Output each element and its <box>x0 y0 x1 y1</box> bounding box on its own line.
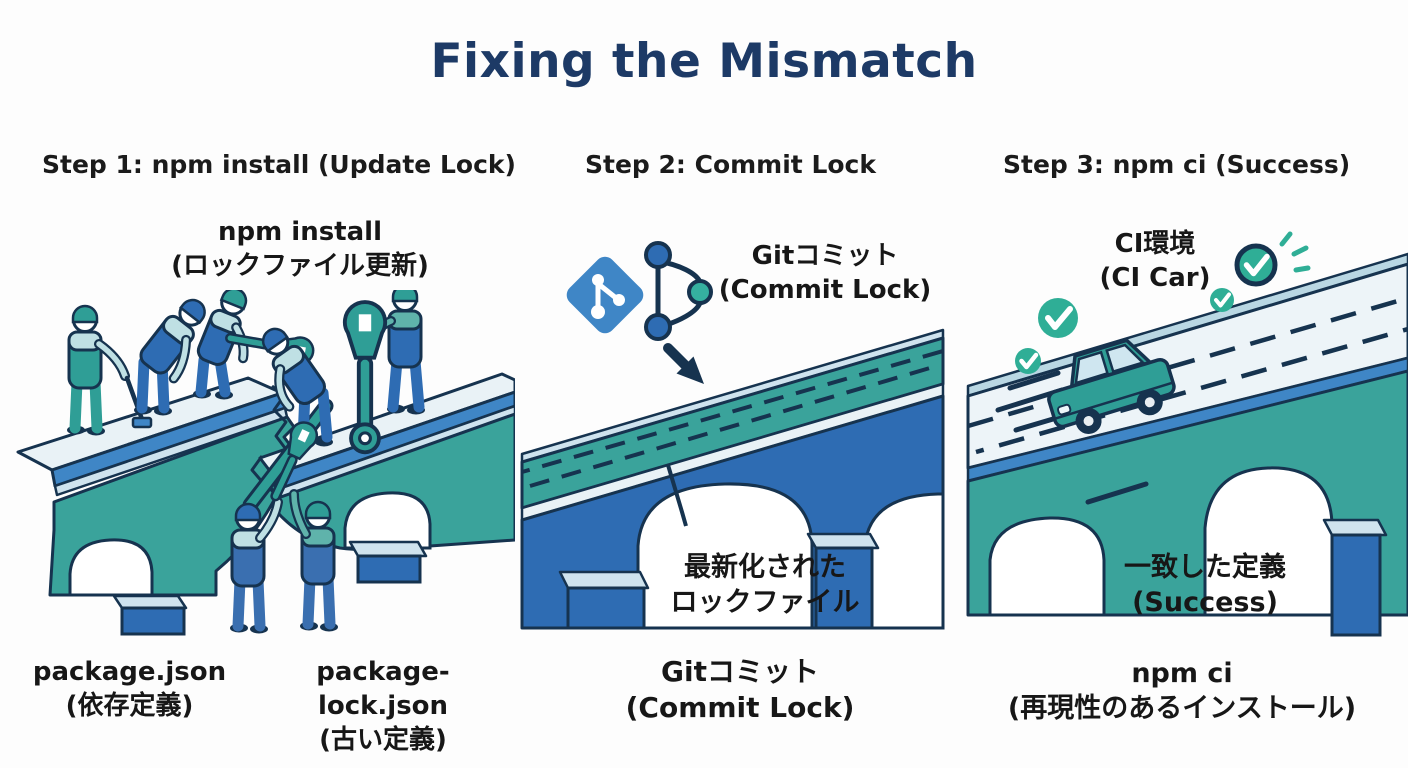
step3-header: Step 3: npm ci (Success) <box>1003 150 1351 179</box>
girder-beam <box>242 398 334 513</box>
bridge-left-half <box>16 376 296 636</box>
step3-bottom-label-line1: npm ci <box>1131 658 1233 689</box>
package-lock-label: package-lock.json <box>316 657 450 721</box>
check-icon <box>1038 298 1078 338</box>
check-icon <box>1015 348 1041 374</box>
step1-broken-bridge-illustration <box>16 290 515 636</box>
success-bridge <box>966 252 1408 637</box>
step3-top-label-line2: (CI Car) <box>1099 262 1211 293</box>
step2-header: Step 2: Commit Lock <box>585 150 877 179</box>
repaired-bridge <box>520 328 945 630</box>
package-json-sublabel: (依存定義) <box>65 690 194 721</box>
step2-commit-illustration <box>520 241 945 630</box>
repair-seam <box>666 464 688 527</box>
sparkle-lines <box>1279 231 1311 273</box>
wrench-icon <box>270 421 319 502</box>
worker-icon <box>134 298 206 416</box>
step3-top-label-line1: CI環境 <box>1114 229 1196 259</box>
step2-mid-label: 最新化された ロックファイル <box>640 550 890 620</box>
step2-bottom-label-line2: (Commit Lock) <box>625 691 855 725</box>
step2-bottom-label-line1: Gitコミット <box>661 655 819 688</box>
git-logo-icon <box>566 256 644 334</box>
step2-top-label: Gitコミット (Commit Lock) <box>690 240 960 308</box>
step3-bottom-label: npm ci (再現性のあるインストール) <box>962 656 1402 726</box>
step2-top-label-line1: Gitコミット <box>751 241 899 271</box>
step3-mid-label: 一致した定義 (Success) <box>1080 550 1330 620</box>
package-json-label: package.json <box>32 657 227 687</box>
step1-top-label-line1: npm install <box>218 217 382 247</box>
step1-bottom-label-package-json: package.json (依存定義) <box>22 656 237 724</box>
step3-mid-label-line1: 一致した定義 <box>1124 552 1286 583</box>
git-graph-icon <box>644 241 713 341</box>
step2-bottom-label: Gitコミット (Commit Lock) <box>600 654 880 727</box>
worker-icon <box>67 304 153 436</box>
check-icon <box>1210 288 1234 312</box>
step1-bottom-label-package-lock: package-lock.json (古い定義) <box>258 656 508 757</box>
page-title: Fixing the Mismatch <box>430 34 978 89</box>
step3-top-label: CI環境 (CI Car) <box>1055 228 1255 296</box>
step3-success-illustration <box>966 231 1408 637</box>
step3-bottom-label-line2: (再現性のあるインストール) <box>1007 693 1357 725</box>
step1-header: Step 1: npm install (Update Lock) <box>42 150 516 179</box>
worker-icon <box>230 421 319 634</box>
step2-mid-label-line1: 最新化された <box>684 552 846 583</box>
check-icon <box>1234 231 1311 287</box>
package-lock-sublabel: (古い定義) <box>319 724 447 755</box>
step2-mid-label-line2: ロックファイル <box>670 587 860 619</box>
step1-top-label: npm install (ロックファイル更新) <box>140 216 460 284</box>
ci-car-icon <box>1047 338 1176 434</box>
arrow-down-icon <box>663 343 704 384</box>
step1-top-label-line2: (ロックファイル更新) <box>171 250 429 281</box>
worker-icon <box>289 489 338 632</box>
wrench-icon <box>342 300 388 455</box>
step2-top-label-line2: (Commit Lock) <box>718 274 932 305</box>
step3-mid-label-line2: (Success) <box>1132 587 1278 619</box>
